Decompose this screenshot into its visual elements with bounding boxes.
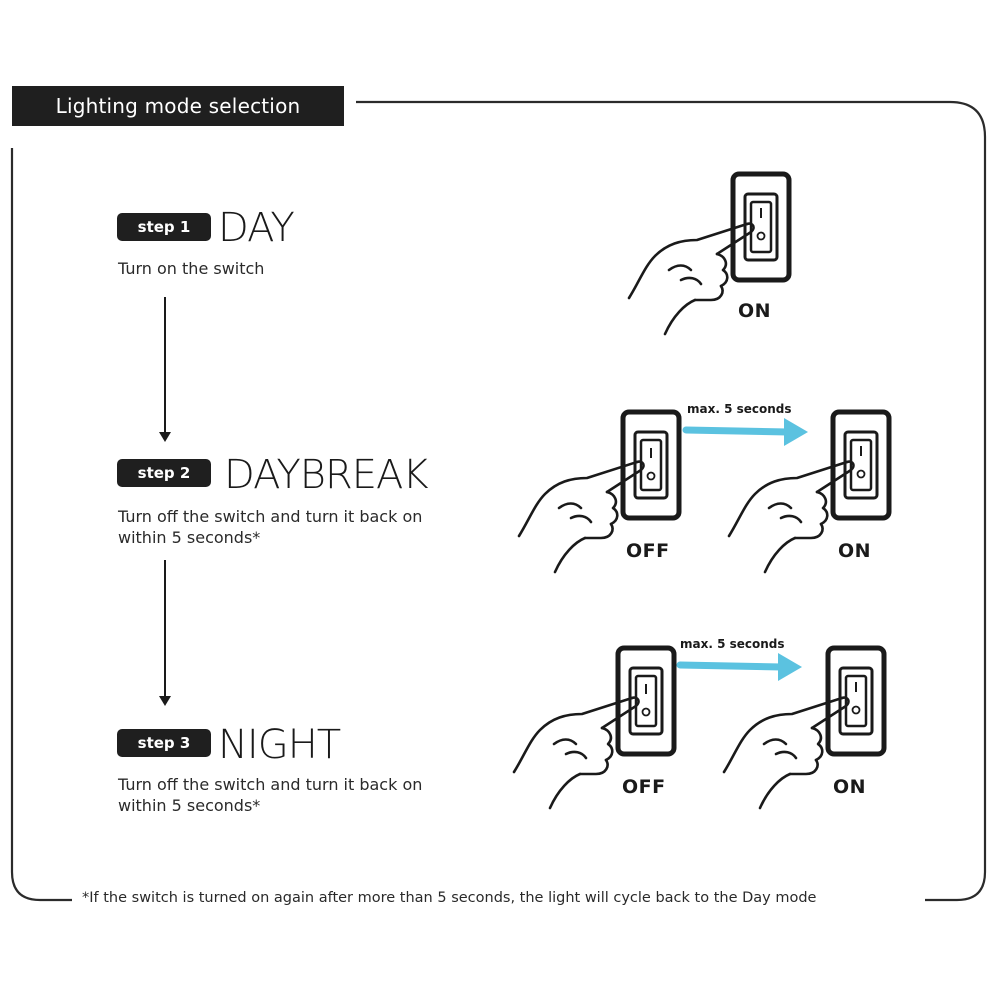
step-3-mode: NIGHT: [218, 722, 341, 768]
light-switch-icon: [512, 645, 677, 810]
timing-label: max. 5 seconds: [680, 637, 785, 651]
step-1-description: Turn on the switch: [118, 259, 265, 278]
right-arrow-icon: [682, 418, 808, 446]
step-2-description-line: Turn off the switch and turn it back on: [118, 507, 423, 526]
switch-state-label: ON: [833, 776, 867, 798]
step-3-description-line: Turn off the switch and turn it back on: [118, 775, 423, 794]
step-2-description: Turn off the switch and turn it back on …: [118, 506, 498, 548]
switch-state-label: ON: [838, 540, 872, 562]
section-title: Lighting mode selection: [12, 86, 344, 126]
down-arrow-icon: [159, 560, 171, 706]
light-switch-icon: [627, 171, 792, 336]
timing-label: max. 5 seconds: [687, 402, 792, 416]
switch-state-label: ON: [738, 300, 772, 322]
step-3-description: Turn off the switch and turn it back on …: [118, 774, 498, 816]
down-arrow-icon: [159, 297, 171, 442]
pointing-hand-icon: [517, 460, 645, 574]
light-switch-icon: [722, 645, 887, 810]
light-switch-icon: [517, 409, 682, 574]
step-2-mode: DAYBREAK: [224, 452, 429, 498]
right-arrow-icon: [676, 653, 802, 681]
pointing-hand-icon: [627, 222, 755, 336]
light-switch-icon: [727, 409, 892, 574]
step-2-badge: step 2: [117, 459, 211, 487]
pointing-hand-icon: [727, 460, 855, 574]
step-2-description-line: within 5 seconds*: [118, 528, 261, 547]
step-1-mode: DAY: [218, 205, 295, 251]
switch-state-label: OFF: [622, 776, 666, 798]
step-3-description-line: within 5 seconds*: [118, 796, 261, 815]
step-1-badge: step 1: [117, 213, 211, 241]
switch-state-label: OFF: [626, 540, 670, 562]
pointing-hand-icon: [512, 696, 640, 810]
step-3-badge: step 3: [117, 729, 211, 757]
footnote: *If the switch is turned on again after …: [82, 890, 817, 906]
pointing-hand-icon: [722, 696, 850, 810]
